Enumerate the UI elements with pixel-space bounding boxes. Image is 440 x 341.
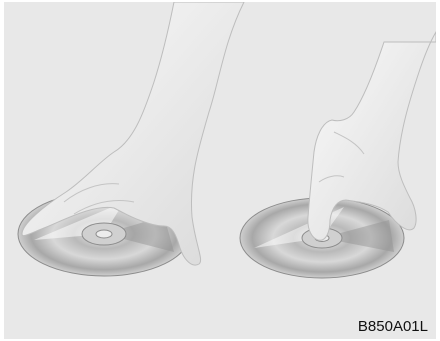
cd-handling-illustration [4, 2, 436, 339]
illustration-panel [4, 2, 436, 339]
figure-code: B850A01L [358, 318, 428, 335]
